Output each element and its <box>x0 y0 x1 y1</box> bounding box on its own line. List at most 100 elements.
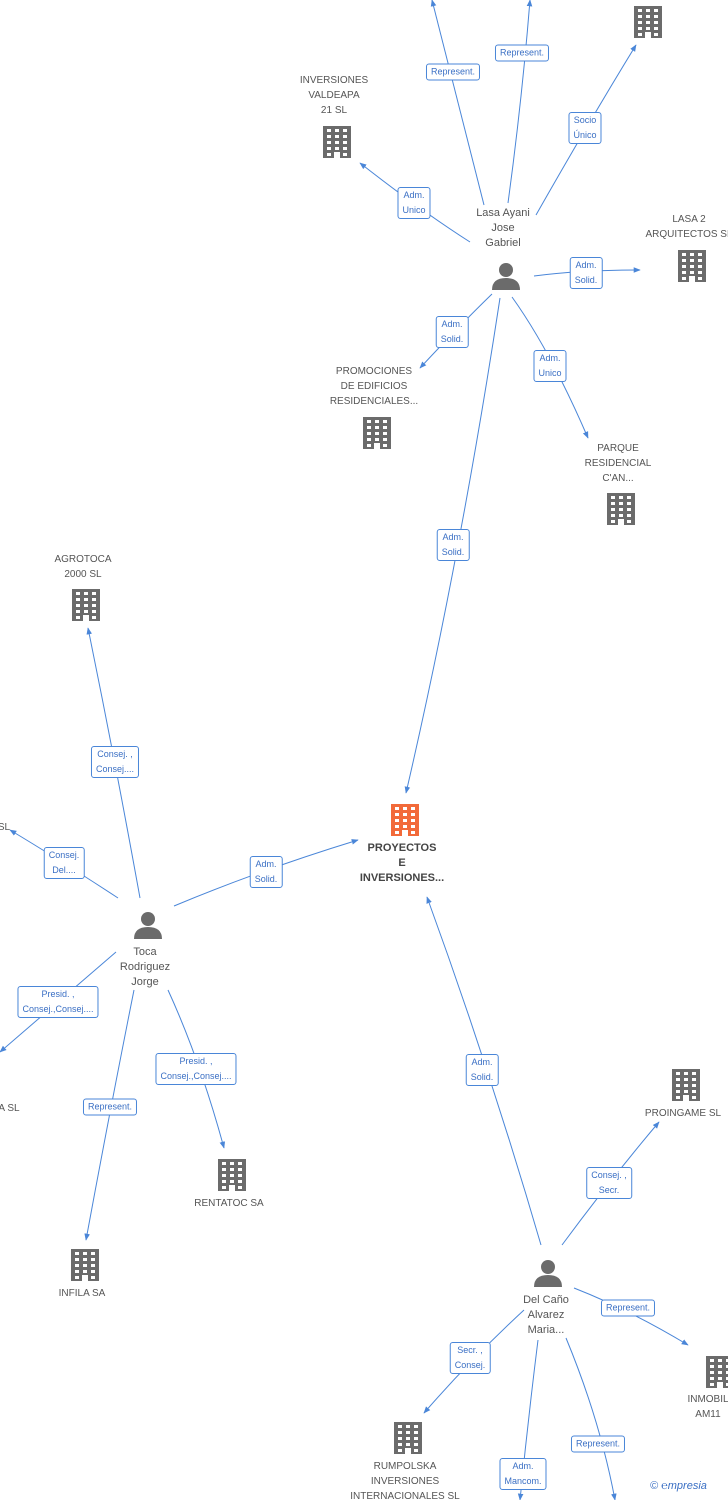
node-label-line: E <box>398 857 406 869</box>
company-name[interactable]: PROINGAME SL <box>645 1106 721 1121</box>
company-icon[interactable] <box>634 6 662 38</box>
relation-label-line: Presid. , <box>41 989 75 999</box>
node-label-line: RENTATOC SA <box>194 1198 264 1209</box>
relation-label-line: Adm. <box>471 1057 493 1067</box>
company-icon[interactable] <box>394 1422 422 1454</box>
node-label-line: PROMOCIONES <box>335 366 413 377</box>
node-label-line: PROINGAME SL <box>644 1108 722 1119</box>
relation-label-line: Solid. <box>440 334 464 344</box>
company-icon[interactable] <box>72 589 100 621</box>
relation-label[interactable]: Presid. ,Consej.,Consej.... <box>17 986 99 1018</box>
node-label-line: 2000 SL <box>64 569 102 580</box>
relation-edge <box>430 0 485 206</box>
node-label-line: PARQUE <box>597 443 639 454</box>
relation-label[interactable]: Represent. <box>425 63 481 81</box>
company-icon[interactable] <box>218 1159 246 1191</box>
company-name[interactable]: PROYECTOS E INVERSIONES... <box>360 841 444 886</box>
relation-label-line: Unico <box>402 205 426 215</box>
relation-label[interactable]: Consej. ,Secr. <box>586 1167 632 1199</box>
relation-label[interactable]: Presid. ,Consej.,Consej.... <box>155 1053 237 1085</box>
node-label-line: Del Caño <box>523 1294 569 1306</box>
relation-label-line: Unico <box>538 368 562 378</box>
relation-label-line: Consej.... <box>95 764 135 774</box>
relation-label[interactable]: Secr. ,Consej. <box>449 1342 491 1374</box>
company-icon[interactable] <box>71 1249 99 1281</box>
node-label-line: RESIDENCIALES... <box>329 396 419 407</box>
person-icon[interactable] <box>534 1260 562 1287</box>
relation-label-line: Presid. , <box>179 1056 213 1066</box>
relation-label-line: Adm. <box>512 1461 534 1471</box>
node-label-line: Toca <box>133 946 157 958</box>
company-name[interactable]: INMOBIL AM11 <box>687 1392 728 1422</box>
node-label-line: INVERSIONES... <box>359 872 445 884</box>
node-label-line: INMOBIL <box>687 1394 728 1405</box>
node-label-line: AGROTOCA <box>54 554 112 565</box>
node-label-line: LASA 2 <box>672 214 706 225</box>
node-label-line: RUMPOLSKA <box>373 1461 437 1472</box>
company-icon[interactable] <box>607 493 635 525</box>
relation-label-line: Adm. <box>255 859 277 869</box>
relation-label-line: Secr. <box>598 1185 620 1195</box>
relation-label-line: Represent. <box>605 1302 651 1313</box>
relation-label[interactable]: Represent. <box>82 1098 138 1116</box>
relation-label[interactable]: Represent. <box>570 1435 626 1453</box>
relation-label-line: Secr. , <box>457 1345 483 1355</box>
relation-label-line: Mancom. <box>504 1476 542 1486</box>
company-name[interactable]: INFILA SA <box>59 1286 106 1301</box>
company-name[interactable]: RENTATOC SA <box>194 1196 263 1211</box>
relation-label-line: Adm. <box>403 190 425 200</box>
node-label-line: INVERSIONES <box>299 75 369 86</box>
relation-label[interactable]: Adm. Mancom. <box>499 1458 547 1490</box>
node-label-line: PROYECTOS <box>367 842 437 854</box>
node-label-line: AM11 <box>695 1409 721 1420</box>
node-label-line: RESIDENCIAL <box>584 458 652 469</box>
company-icon[interactable] <box>323 126 351 158</box>
relation-label[interactable]: Adm.Solid. <box>569 257 603 289</box>
company-icon[interactable] <box>678 250 706 282</box>
company-icon[interactable] <box>706 1356 728 1388</box>
relation-label-line: Socio <box>573 115 597 125</box>
company-icon[interactable] <box>363 417 391 449</box>
company-icon[interactable] <box>672 1069 700 1101</box>
company-name[interactable]: AGROTOCA 2000 SL <box>54 552 111 582</box>
relation-label-line: Represent. <box>87 1101 133 1112</box>
relation-label[interactable]: Consej.Del.... <box>43 847 85 879</box>
node-label-line: C'AN... <box>602 473 634 484</box>
person-icon[interactable] <box>134 912 162 939</box>
focus-company-icon[interactable] <box>391 804 419 836</box>
relation-label[interactable]: Adm. Solid. <box>249 856 283 888</box>
relation-label-line: Solid. <box>254 874 278 884</box>
company-name[interactable]: A SL <box>0 1101 20 1116</box>
node-label-line: INTERNACIONALES SL <box>350 1491 460 1502</box>
company-name[interactable]: SL <box>0 820 10 835</box>
relation-label[interactable]: Adm.Solid. <box>436 529 470 561</box>
node-label-line: SL <box>0 822 11 833</box>
relation-edge <box>565 1337 617 1501</box>
relation-label[interactable]: Represent. <box>494 44 550 62</box>
relation-label[interactable]: Represent. <box>600 1299 656 1317</box>
relation-label-line: Adm. <box>441 319 463 329</box>
company-name[interactable]: RUMPOLSKA INVERSIONES INTERNACIONALES SL <box>350 1459 459 1504</box>
empresia-watermark: © ℮mpresia <box>650 1480 707 1492</box>
node-label-line: Jose <box>491 222 515 234</box>
relation-label[interactable]: Adm.Unico <box>533 350 567 382</box>
relation-label[interactable]: Consej. ,Consej.... <box>90 746 140 778</box>
node-label-line: Rodriguez <box>119 961 171 973</box>
company-name[interactable]: PARQUE RESIDENCIAL C'AN... <box>585 441 652 486</box>
relation-edge <box>573 1287 689 1346</box>
node-label-line: VALDEAPA <box>308 90 360 101</box>
relation-label[interactable]: Adm. Solid. <box>435 316 469 348</box>
relation-label[interactable]: Adm. Unico <box>397 187 431 219</box>
node-label-line: INVERSIONES <box>370 1476 440 1487</box>
node-label-line: INFILA SA <box>58 1288 106 1299</box>
person-icon[interactable] <box>492 263 520 290</box>
relation-label[interactable]: Adm.Solid. <box>465 1054 499 1086</box>
